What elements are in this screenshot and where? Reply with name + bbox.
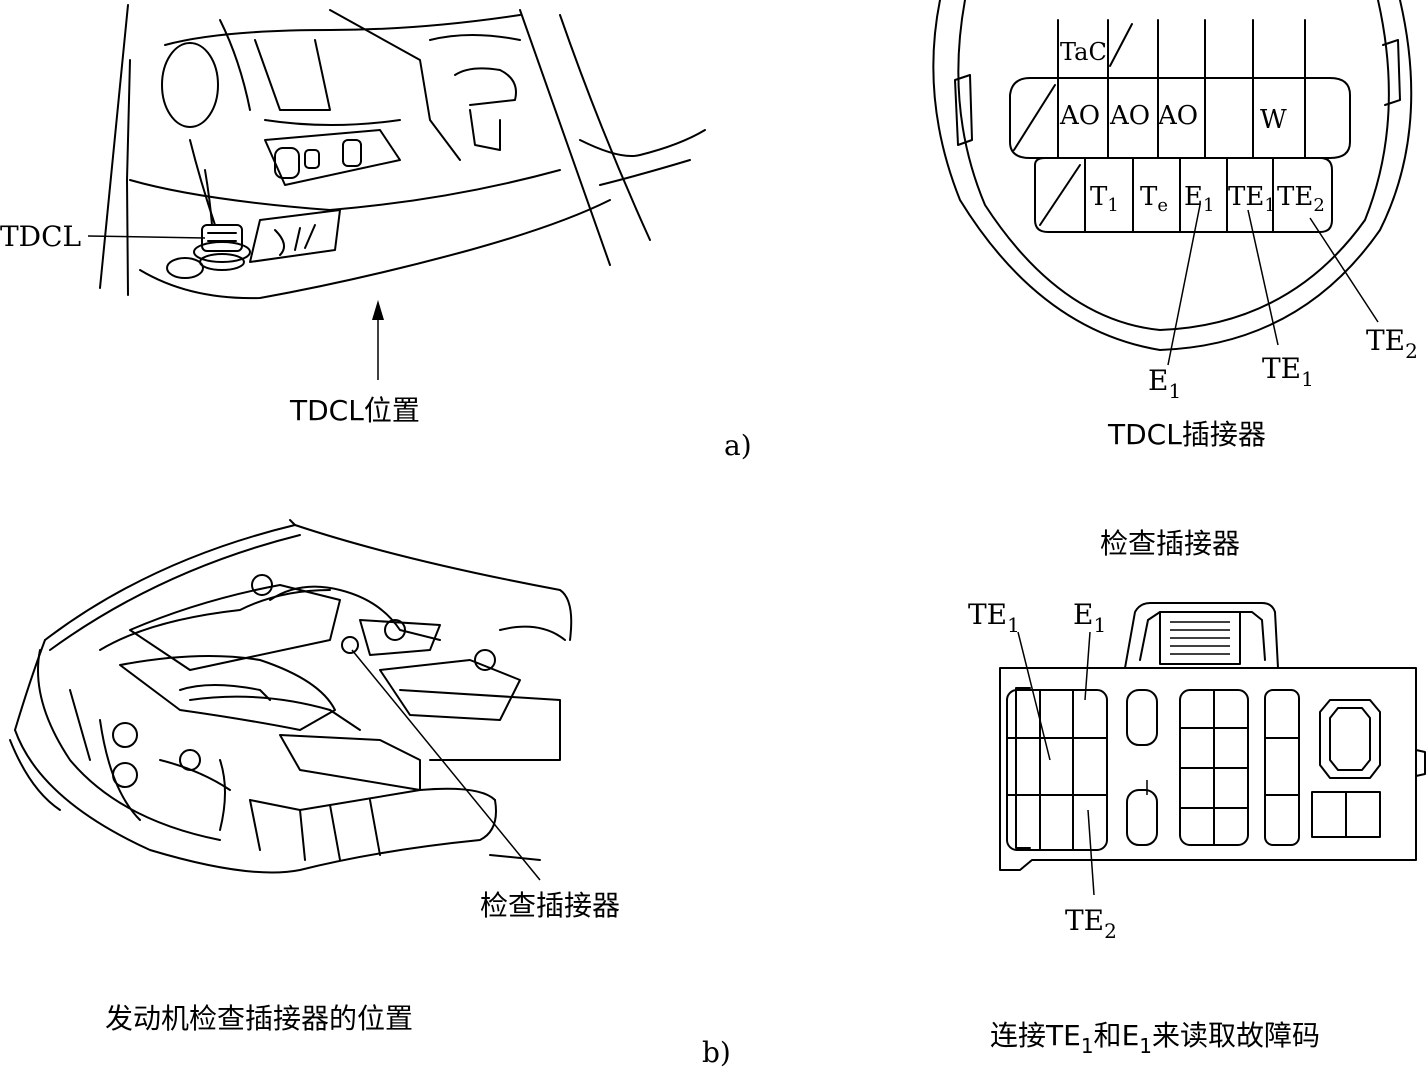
- callout-te2: TE2: [1366, 324, 1418, 363]
- panel-a-letter: a): [724, 429, 752, 462]
- pin-ao-3: AO: [1157, 101, 1198, 131]
- tdcl-connector: [932, 0, 1413, 366]
- panel-b-letter: b): [702, 1036, 731, 1069]
- engine-leader-line: [351, 649, 541, 881]
- tdcl-label: TDCL: [0, 220, 81, 253]
- pin-ao-1: AO: [1059, 101, 1100, 131]
- pin-te2: TE2: [1277, 182, 1325, 216]
- tdcl-knob: [201, 224, 243, 252]
- pin-w: W: [1260, 105, 1287, 135]
- pin-te1: TE1: [1228, 182, 1276, 216]
- pin-tac: TaC: [1060, 38, 1107, 66]
- check-label-te1: TE1: [968, 598, 1020, 637]
- pin-te: Te: [1140, 182, 1168, 216]
- read-code-instruction: 连接TE1和E1来读取故障码: [990, 1019, 1320, 1058]
- dashboard-illustration: [87, 4, 706, 380]
- left-pin-block: [1006, 689, 1108, 851]
- top-pin-row: [1009, 77, 1351, 159]
- check-label-e1: E1: [1073, 598, 1106, 637]
- pin-ao-2: AO: [1109, 101, 1150, 131]
- engine-caption: 发动机检查插接器的位置: [105, 1002, 413, 1035]
- pin-t1: T1: [1090, 182, 1119, 216]
- engine-check-connector-label: 检查插接器: [480, 889, 620, 922]
- bottom-pin-row: [1034, 157, 1333, 233]
- tdcl-connector-caption: TDCL插接器: [1107, 418, 1266, 451]
- check-connector-title: 检查插接器: [1100, 527, 1240, 560]
- tdcl-location-caption: TDCL位置: [289, 394, 420, 427]
- pin-e1: E1: [1184, 182, 1214, 216]
- check-connector: [999, 602, 1426, 896]
- check-label-te2: TE2: [1065, 904, 1117, 943]
- engine-bay-illustration: [9, 519, 573, 881]
- callout-e1: E1: [1148, 364, 1181, 403]
- callout-te1: TE1: [1262, 352, 1314, 391]
